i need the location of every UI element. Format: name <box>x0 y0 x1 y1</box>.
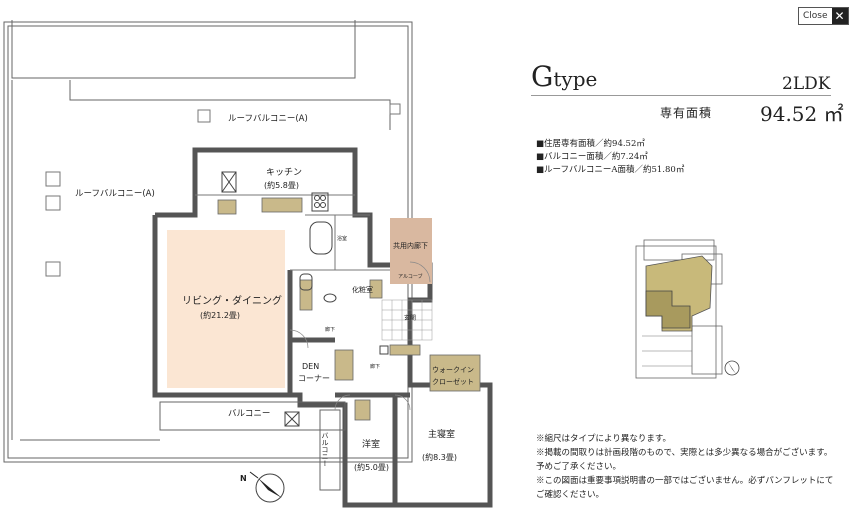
label-entrance: 玄関 <box>404 314 416 322</box>
label-western-room: 洋室 <box>362 438 380 450</box>
note-item: ※縮尺はタイプにより異なります。 <box>536 434 671 444</box>
label-corridor-2: 廊下 <box>370 363 380 370</box>
note-item: ※この図面は重要事項説明書の一部ではございません。必ずパンフレットにてご確認くだ… <box>536 476 834 500</box>
title-divider <box>531 95 831 96</box>
label-walk-in-closet: ウォークイン <box>432 366 474 374</box>
spec-item: ■バルコニー面積／約7.24㎡ <box>536 152 648 162</box>
label-bath: 浴室 <box>337 235 347 242</box>
label-balcony: バルコニー <box>228 409 270 419</box>
key-plan-north-icon <box>724 360 740 376</box>
label-roof-balcony-left: ルーフバルコニー(A) <box>75 189 155 199</box>
label-roof-balcony-top: ルーフバルコニー(A) <box>228 114 308 124</box>
living-floor <box>167 230 285 388</box>
area-label: 専有面積 <box>660 106 713 120</box>
spec-item: ■ルーフバルコニーA面積／約51.80㎡ <box>536 165 685 175</box>
label-kitchen-size: (約5.8畳) <box>264 180 299 190</box>
key-plan <box>635 239 740 379</box>
label-powder-room: 化粧室 <box>352 285 373 294</box>
label-master-bedroom: 主寝室 <box>428 428 455 440</box>
label-corridor-1: 廊下 <box>325 326 335 333</box>
notes: ※縮尺はタイプにより異なります。 ※掲載の間取りは計画段階のもので、実際とは多少… <box>536 432 836 502</box>
floor-plan: ルーフバルコニー(A) ルーフバルコニー(A) キッチン (約5.8畳) 浴室 … <box>3 20 493 508</box>
label-balcony-vertical: バルコニー <box>321 432 329 467</box>
toilet <box>299 273 313 291</box>
label-living: リビング・ダイニング <box>182 294 282 307</box>
north-label: N <box>240 474 247 483</box>
shared-corridor-area <box>390 218 432 284</box>
unit-type-suffix: type <box>553 67 598 91</box>
layout-label: 2LDK <box>782 74 831 94</box>
label-den-corner: コーナー <box>298 374 330 383</box>
area-value: 94.52 ㎡ <box>760 102 844 126</box>
label-kitchen: キッチン <box>266 167 302 178</box>
spec-item: ■住居専有面積／約94.52㎡ <box>536 139 645 149</box>
note-item: ※掲載の間取りは計画段階のもので、実際とは多少異なる場合がございます。予めご了承… <box>536 448 833 472</box>
label-western-room-size: (約5.0畳) <box>354 462 389 472</box>
balcony-area <box>159 401 346 431</box>
label-alcove: アルコーブ <box>398 273 423 280</box>
label-shared-corridor: 共用内廊下 <box>393 241 428 250</box>
north-arrow-icon: N <box>240 471 285 503</box>
label-master-bedroom-size: (約8.3畳) <box>422 452 457 462</box>
label-walk-in-closet-2: クローゼット <box>432 377 474 386</box>
bathtub <box>309 221 333 255</box>
spec-list: ■住居専有面積／約94.52㎡ ■バルコニー面積／約7.24㎡ ■ルーフバルコニ… <box>536 138 684 177</box>
kitchen-counter <box>261 197 303 213</box>
label-living-size: (約21.2畳) <box>200 310 240 320</box>
key-plan-highlight <box>645 290 691 329</box>
unit-type-letter: G <box>531 60 554 93</box>
unit-type-title: Gtype <box>531 60 597 93</box>
close-label: Close <box>803 11 828 21</box>
close-button[interactable]: Close ✕ <box>798 7 849 25</box>
close-icon: ✕ <box>831 8 848 24</box>
label-den: DEN <box>302 362 319 371</box>
